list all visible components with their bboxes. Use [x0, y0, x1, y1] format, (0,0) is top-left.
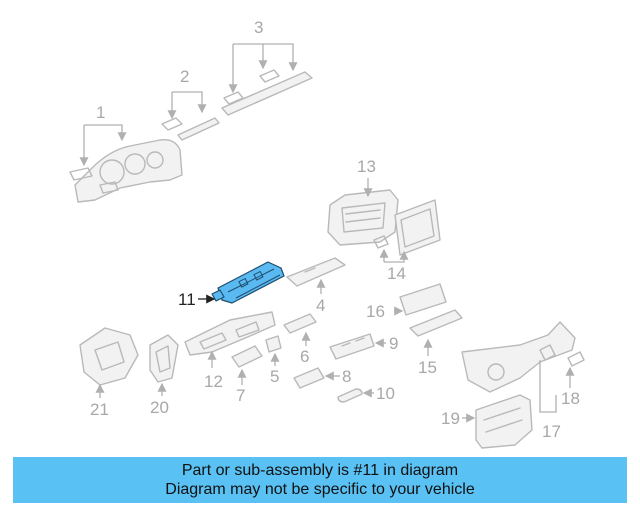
callout-6: 6: [300, 347, 309, 366]
callout-15: 15: [418, 358, 437, 377]
callout-19: 19: [441, 409, 460, 428]
part-11-switch-panel: 11: [178, 261, 285, 309]
callout-9: 9: [389, 334, 398, 353]
callout-20: 20: [150, 398, 169, 417]
callout-5: 5: [270, 367, 279, 386]
part-1-cluster-bezel: 1: [69, 103, 183, 203]
callout-18: 18: [561, 389, 580, 408]
part-8-cover: 8: [293, 367, 351, 389]
part-19-glove-box: 19: [441, 394, 533, 449]
callout-17: 17: [542, 422, 561, 441]
callout-8: 8: [342, 367, 351, 386]
part-15-tray: 15: [409, 309, 463, 377]
callout-4: 4: [316, 296, 325, 315]
part-13-center-vent: 13: [327, 157, 399, 246]
part-4-trim-panel: 4: [286, 257, 346, 315]
callout-2: 2: [180, 67, 189, 86]
info-banner: Part or sub-assembly is #11 in diagram D…: [13, 457, 627, 503]
part-17-dash-end: 17: [461, 321, 576, 441]
part-16-panel: 16: [366, 283, 447, 321]
part-14-display: 14: [373, 199, 441, 283]
part-21-side-panel: 21: [79, 327, 139, 419]
part-10-plug: 10: [337, 384, 395, 403]
callout-13: 13: [357, 157, 376, 176]
callout-3: 3: [254, 18, 263, 37]
callout-21: 21: [90, 400, 109, 419]
part-7-cover: 7: [231, 345, 263, 405]
part-5-button: 5: [265, 335, 282, 386]
parts-diagram: 1 2 3 13 14 4: [69, 18, 585, 449]
callout-10: 10: [376, 384, 395, 403]
banner-line-2: Diagram may not be specific to your vehi…: [165, 481, 475, 498]
part-3-trim-strip: 3: [221, 18, 313, 116]
callout-12: 12: [204, 372, 223, 391]
callout-11: 11: [178, 290, 196, 309]
part-12-lower-bezel: 12: [184, 311, 276, 391]
part-18-bracket: 18: [561, 351, 585, 408]
callout-16: 16: [366, 302, 385, 321]
callout-7: 7: [236, 386, 245, 405]
part-20-cover: 20: [149, 334, 179, 417]
part-6-cover: 6: [283, 313, 317, 366]
part-9-switch-bezel: 9: [329, 333, 398, 360]
callout-14: 14: [387, 264, 406, 283]
banner-line-1: Part or sub-assembly is #11 in diagram: [181, 462, 459, 479]
part-2-clip-strip: 2: [161, 67, 220, 141]
callout-1: 1: [96, 103, 105, 122]
